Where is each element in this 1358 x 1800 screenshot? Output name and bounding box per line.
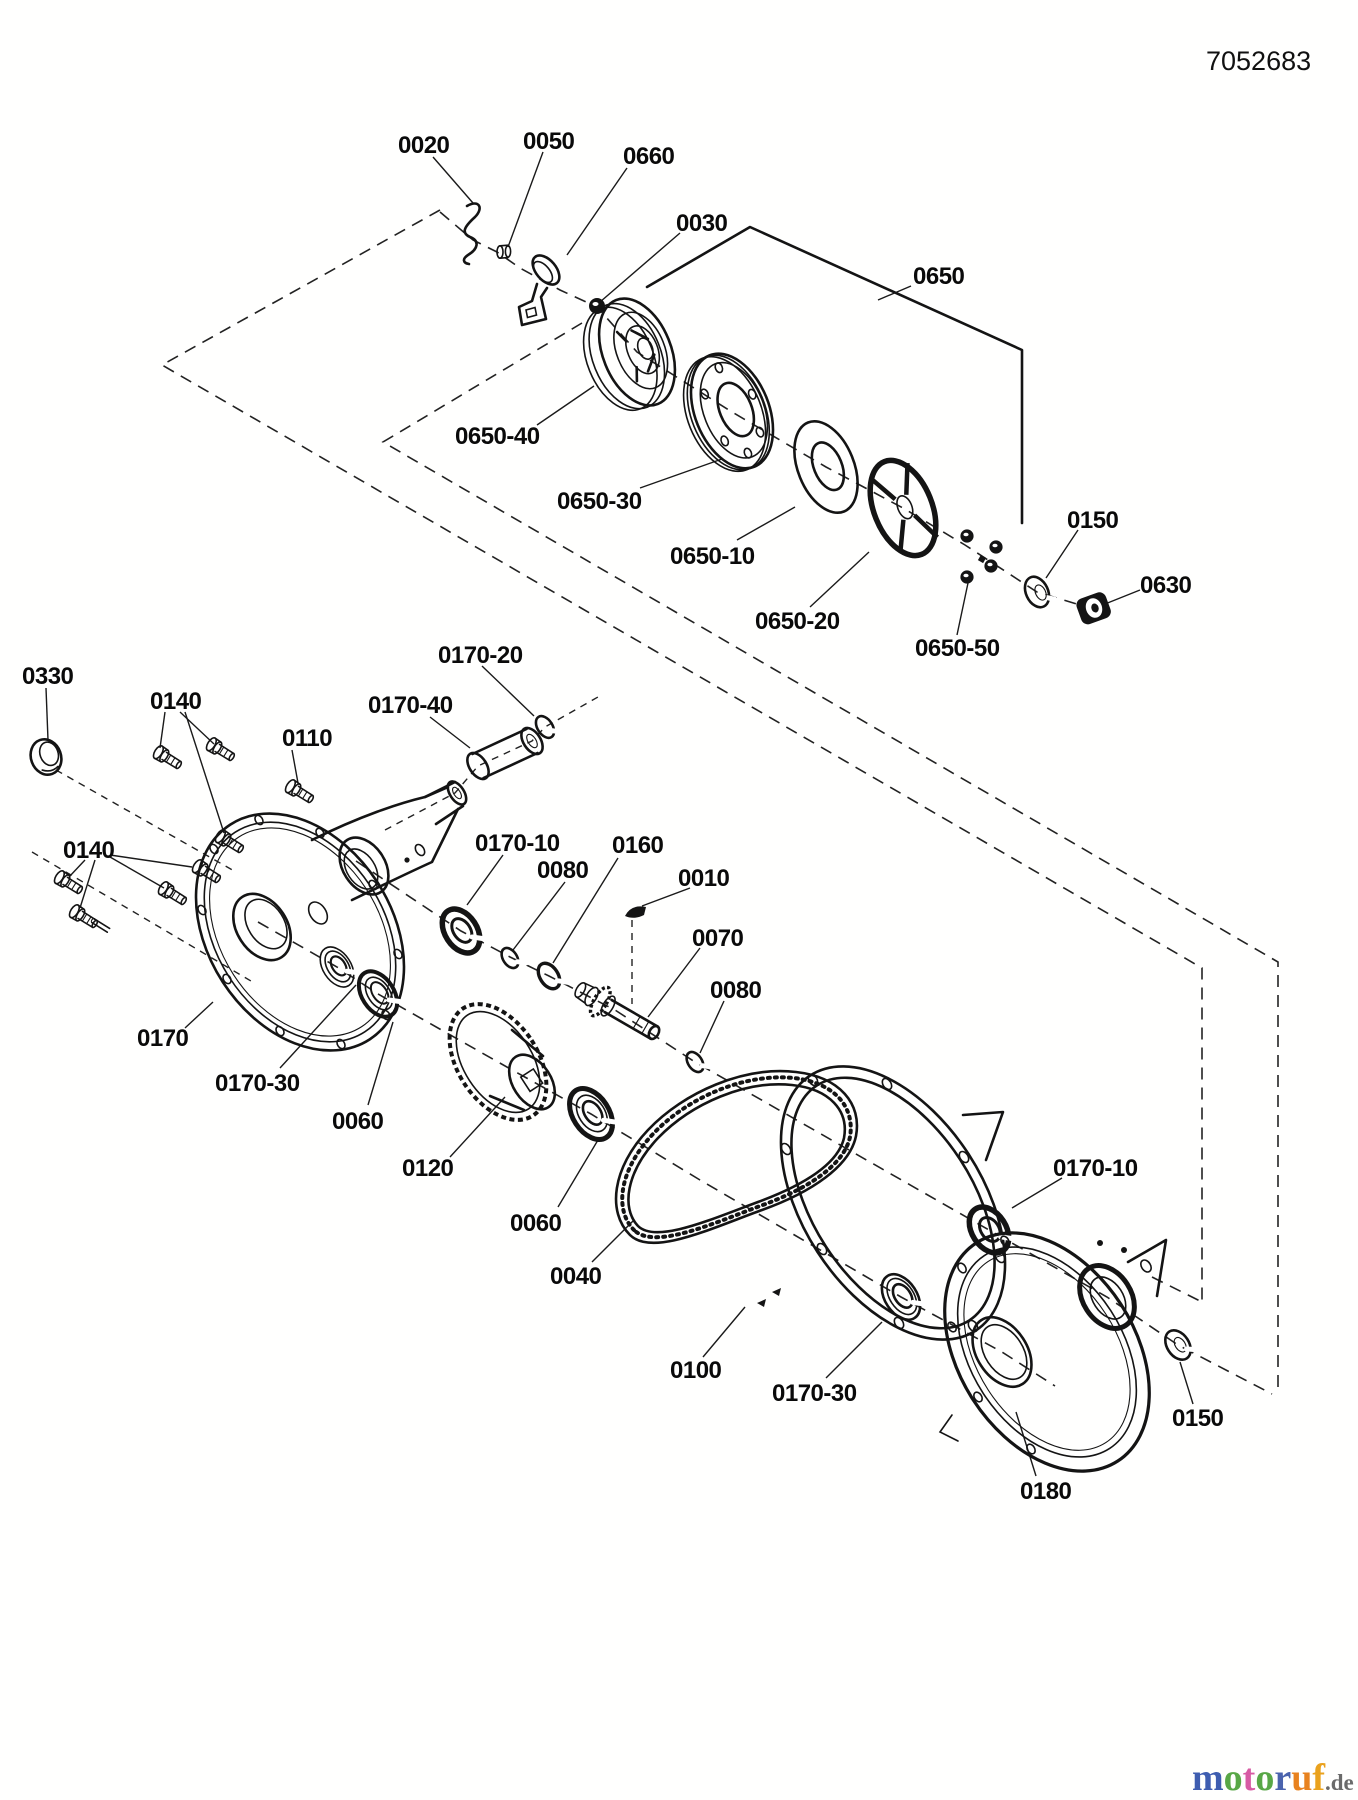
label-0170-30-front: 0170-30 bbox=[215, 1070, 300, 1097]
part-0650-50-nuts bbox=[960, 529, 1003, 584]
logo-letter: u bbox=[1291, 1757, 1312, 1799]
part-0330-plug bbox=[29, 738, 63, 776]
part-0100-gasket bbox=[757, 1065, 1007, 1341]
label-0650-50: 0650-50 bbox=[915, 635, 1000, 662]
callout-labels: 0020 0050 0660 0030 0650 0650-40 0650-30… bbox=[22, 128, 1224, 1505]
logo-letter: r bbox=[1274, 1757, 1291, 1799]
part-0180-chain-cover bbox=[938, 1231, 1168, 1473]
logo-letter: o bbox=[1224, 1757, 1243, 1799]
label-0650-10: 0650-10 bbox=[670, 543, 755, 570]
part-0020-spring-clip bbox=[462, 202, 481, 266]
part-0650-10-washer bbox=[793, 419, 859, 515]
part-0170-20-snap-ring bbox=[534, 714, 564, 740]
label-0150-top: 0150 bbox=[1067, 507, 1119, 534]
part-0080-snap-ring-front bbox=[500, 946, 529, 970]
label-0120: 0120 bbox=[402, 1155, 454, 1182]
part-0150-washer-top bbox=[1023, 575, 1058, 609]
label-0080-rear: 0080 bbox=[710, 977, 762, 1004]
document-number: 7052683 bbox=[1206, 46, 1311, 76]
logo-letter: t bbox=[1243, 1757, 1256, 1799]
motoruf-logo: motoruf.de bbox=[1192, 1757, 1354, 1799]
part-0120-sprocket bbox=[447, 1002, 557, 1122]
part-0170-10-bearing-rear bbox=[966, 1204, 1015, 1256]
part-0630-nut bbox=[1076, 592, 1111, 625]
label-0330: 0330 bbox=[22, 663, 74, 690]
label-0060-rear: 0060 bbox=[510, 1210, 562, 1237]
part-0040-chain bbox=[614, 1069, 859, 1245]
label-0140-lower: 0140 bbox=[63, 837, 115, 864]
label-0020: 0020 bbox=[398, 132, 450, 159]
leader-lines bbox=[45, 151, 1194, 1477]
part-0170-30-bearing-front bbox=[319, 946, 359, 988]
label-0170-30-rear: 0170-30 bbox=[772, 1380, 857, 1407]
logo-letter: f bbox=[1312, 1757, 1326, 1799]
part-0170-30-seal-rear bbox=[880, 1272, 926, 1322]
part-0080-snap-ring-rear bbox=[685, 1050, 714, 1074]
label-0650: 0650 bbox=[913, 263, 965, 290]
part-0010-key bbox=[625, 906, 646, 918]
label-0050: 0050 bbox=[523, 128, 575, 155]
label-0650-20: 0650-20 bbox=[755, 608, 840, 635]
part-0170-gear-case bbox=[194, 780, 468, 1052]
label-0040: 0040 bbox=[550, 1263, 602, 1290]
label-0170-10-front: 0170-10 bbox=[475, 830, 560, 857]
part-0650-30-pulley bbox=[682, 352, 775, 473]
label-0170-10-rear: 0170-10 bbox=[1053, 1155, 1138, 1182]
label-0170-40: 0170-40 bbox=[368, 692, 453, 719]
label-0010: 0010 bbox=[678, 865, 730, 892]
logo-suffix: .de bbox=[1325, 1770, 1354, 1795]
pin bbox=[90, 918, 111, 933]
bolt-cluster-0140 bbox=[51, 735, 247, 933]
label-0100: 0100 bbox=[670, 1357, 722, 1384]
part-0110-bolt bbox=[282, 777, 317, 807]
part-0030-nut bbox=[589, 298, 605, 314]
logo-letter: m bbox=[1192, 1757, 1224, 1799]
part-0660-bracket bbox=[517, 254, 561, 327]
part-0070-shaft bbox=[574, 981, 661, 1041]
label-0070: 0070 bbox=[692, 925, 744, 952]
label-0030: 0030 bbox=[676, 210, 728, 237]
part-0170-40-spacer bbox=[466, 726, 544, 781]
label-0170-20: 0170-20 bbox=[438, 642, 523, 669]
label-0630: 0630 bbox=[1140, 572, 1192, 599]
label-0150-bottom: 0150 bbox=[1172, 1405, 1224, 1432]
part-0060-bearing-rear bbox=[567, 1086, 618, 1142]
part-0170-10-bearing-front bbox=[439, 906, 487, 956]
group-bracket-0650 bbox=[645, 225, 1024, 525]
label-0160: 0160 bbox=[612, 832, 664, 859]
part-0150-washer-bottom bbox=[1164, 1329, 1200, 1361]
part-0650-40-clutch-pulley bbox=[582, 297, 677, 412]
label-0180: 0180 bbox=[1020, 1478, 1072, 1505]
label-0140-upper: 0140 bbox=[150, 688, 202, 715]
label-0650-30: 0650-30 bbox=[557, 488, 642, 515]
part-0160-ring bbox=[536, 961, 572, 991]
part-0050-bushing bbox=[496, 244, 512, 260]
logo-letter: o bbox=[1255, 1757, 1274, 1799]
label-0060-front: 0060 bbox=[332, 1108, 384, 1135]
part-0060-seal-front bbox=[356, 969, 403, 1019]
part-0650-20-spoked-wheel bbox=[867, 457, 940, 559]
label-0110: 0110 bbox=[282, 725, 332, 752]
label-0080-front: 0080 bbox=[537, 857, 589, 884]
label-0650-40: 0650-40 bbox=[455, 423, 540, 450]
label-0170: 0170 bbox=[137, 1025, 189, 1052]
label-0660: 0660 bbox=[623, 143, 675, 170]
